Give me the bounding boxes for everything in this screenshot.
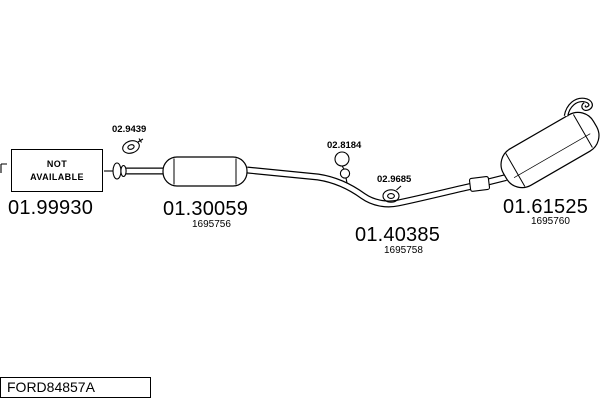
clamp-mid-icon	[382, 185, 402, 203]
centre-muffler-code: 01.30059	[163, 198, 249, 220]
tailpipe-shape	[563, 97, 593, 117]
not-available-text-line1: NOT	[46, 159, 68, 169]
centre-pipe-ref: 1695758	[384, 245, 423, 256]
rear-muffler-code: 01.61525	[503, 196, 589, 218]
left-margin-tick	[0, 163, 7, 173]
diagram-code-box: FORD84857A	[0, 377, 151, 398]
clamp-front-code: 02.9439	[112, 124, 147, 135]
rear-muffler-ref: 1695760	[531, 216, 570, 227]
hanger-icon	[334, 151, 351, 184]
front-pipe-code: 01.99930	[8, 197, 94, 219]
front-flange-shape	[112, 162, 127, 180]
coupling-sleeve-shape	[468, 176, 491, 192]
hanger-code: 02.8184	[327, 140, 362, 151]
rear-muffler-shape	[500, 111, 600, 189]
clamp-front-icon	[122, 138, 144, 154]
not-available-text-line2: AVAILABLE	[30, 172, 84, 182]
centre-pipe-shape	[246, 166, 507, 208]
diagram-code: FORD84857A	[7, 379, 95, 395]
centre-muffler-ref: 1695756	[192, 219, 231, 230]
clamp-mid-code: 02.9685	[377, 174, 412, 185]
centre-muffler-shape	[162, 156, 248, 187]
not-available-box: NOT AVAILABLE	[11, 149, 103, 192]
centre-pipe-code: 01.40385	[355, 224, 441, 246]
